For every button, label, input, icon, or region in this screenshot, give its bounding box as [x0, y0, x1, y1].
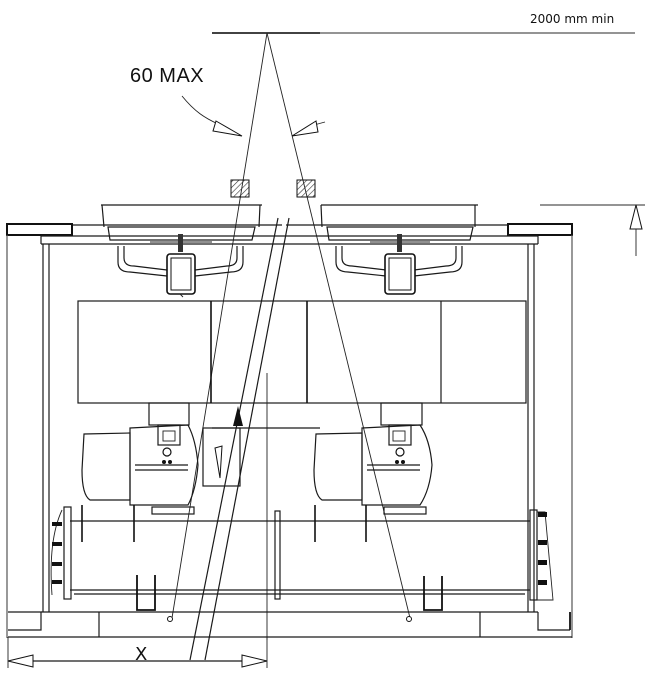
frame-uprights: [6, 235, 573, 638]
left-fan: [107, 226, 256, 298]
coil-panels: [77, 300, 527, 640]
rigging-lines: [171, 32, 411, 619]
right-height-arrow: [540, 204, 645, 256]
right-fan: [326, 226, 474, 295]
right-lifting-point: [406, 616, 412, 622]
left-compressor: [81, 424, 199, 515]
right-fan-motor: [384, 234, 416, 295]
right-compressor: [313, 424, 433, 515]
base-frame: [8, 611, 572, 638]
dimension-x-label: X: [135, 644, 148, 665]
angle-indicator: [181, 95, 326, 137]
heat-exchanger: [50, 505, 554, 611]
clearance-label: 2000 mm min: [530, 12, 615, 26]
left-fan-motor: [166, 234, 196, 298]
spreader-strip: [189, 217, 290, 661]
hatched-blocks: [230, 179, 316, 198]
unit-top-deck: [6, 204, 573, 245]
angle-max-label: 60 MAX: [130, 65, 205, 87]
center-junction-box: [202, 406, 320, 487]
compressor-mounts: [148, 402, 423, 426]
left-lifting-point: [167, 616, 173, 622]
bottom-dimension-x: [7, 637, 268, 668]
